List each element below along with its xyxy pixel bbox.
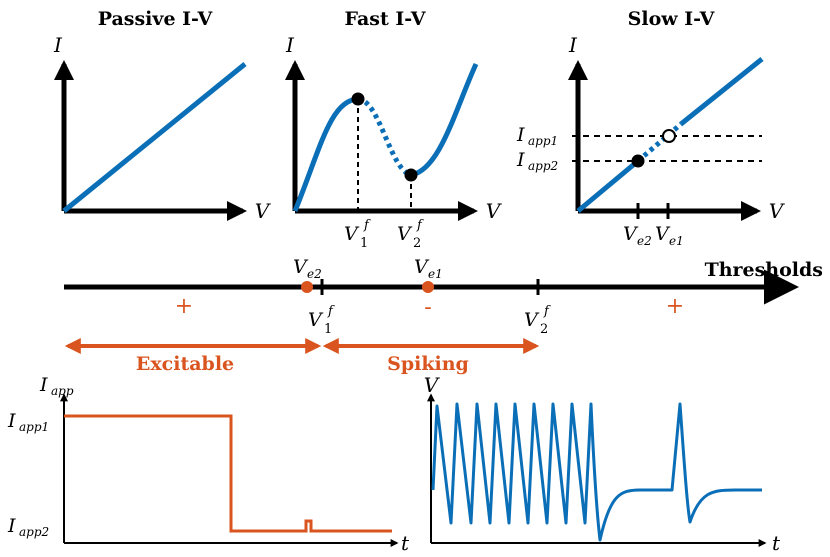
svg-text:app1: app1 (528, 134, 558, 148)
svg-text:e2: e2 (637, 234, 652, 248)
slow-ve2-label: V e2 (623, 223, 652, 248)
slow-iapp1-label: I app1 (516, 124, 558, 148)
svg-text:I: I (7, 515, 16, 537)
svg-text:V: V (293, 256, 309, 278)
svg-text:V: V (524, 309, 540, 331)
svg-text:e1: e1 (428, 267, 443, 281)
voltage-plot: V t (424, 373, 781, 555)
svg-text:f: f (327, 304, 335, 319)
svg-text:2: 2 (413, 236, 421, 251)
slow-ve1-label: V e1 (655, 223, 684, 248)
svg-text:app2: app2 (19, 525, 49, 539)
slow-title: Slow I-V (628, 8, 716, 30)
voltage-trace (431, 402, 762, 542)
sign-plus-right: + (666, 294, 684, 319)
slow-xlabel: V (769, 199, 786, 223)
slow-iapp2-label: I app2 (516, 149, 558, 173)
voltage-ylabel: V (424, 373, 441, 397)
passive-ylabel: I (53, 33, 63, 57)
svg-text:V: V (344, 223, 360, 245)
voltage-xlabel: t (772, 531, 781, 555)
region-arrows: Excitable Spiking (64, 338, 540, 375)
fast-v2-label: V f 2 (397, 218, 424, 251)
fast-knee-point-2 (404, 168, 418, 182)
fast-iv-panel: Fast I-V I V V f 1 V f 2 (285, 8, 503, 251)
spiking-label: Spiking (387, 353, 469, 375)
svg-text:I: I (516, 149, 525, 171)
svg-text:app1: app1 (19, 420, 49, 434)
sign-plus-left: + (175, 294, 193, 319)
threshold-v1-label: V f 1 (308, 304, 335, 337)
svg-text:I: I (39, 374, 48, 396)
slow-iv-panel: Slow I-V I V I app1 I app2 V e2 V e1 (516, 8, 786, 248)
input-current-plot: I app I app1 I app2 t (7, 374, 410, 555)
fast-curve-upper (410, 62, 479, 178)
svg-text:e1: e1 (669, 234, 684, 248)
fast-title: Fast I-V (345, 8, 427, 30)
svg-text:I: I (7, 410, 16, 432)
input-high-label: I app1 (7, 410, 49, 434)
svg-text:V: V (397, 223, 413, 245)
fast-knee-point-1 (351, 92, 365, 106)
svg-text:V: V (308, 309, 324, 331)
input-ylabel: I app (39, 374, 74, 398)
svg-text:app: app (51, 384, 74, 398)
svg-text:I: I (516, 124, 525, 146)
excitable-label: Excitable (136, 353, 234, 375)
fast-v1-label: V f 1 (344, 218, 371, 251)
threshold-ve1-point (422, 281, 434, 293)
fast-xlabel: V (486, 199, 503, 223)
input-xlabel: t (401, 531, 410, 555)
svg-text:app2: app2 (528, 159, 558, 173)
svg-text:f: f (543, 304, 551, 319)
fast-ylabel: I (285, 33, 295, 57)
passive-xlabel: V (255, 199, 272, 223)
threshold-ve2-point (301, 281, 313, 293)
slow-curve-lower (576, 159, 640, 213)
passive-title: Passive I-V (98, 8, 214, 30)
slow-curve-upper (679, 57, 764, 126)
passive-iv-curve (62, 62, 247, 213)
svg-text:V: V (655, 223, 671, 245)
svg-text:f: f (416, 218, 424, 233)
slow-stable-point (631, 154, 645, 168)
svg-text:1: 1 (360, 236, 368, 251)
threshold-ve1-label: V e1 (414, 256, 443, 281)
svg-text:f: f (363, 218, 371, 233)
threshold-ve2-label: V e2 (293, 256, 322, 281)
threshold-line: Thresholds V e2 V e1 V f 1 V f 2 + - + (64, 256, 823, 337)
svg-text:2: 2 (540, 322, 548, 337)
svg-text:V: V (623, 223, 639, 245)
fast-curve-rising (292, 96, 359, 212)
thresholds-label: Thresholds (705, 259, 823, 281)
slow-unstable-point (662, 129, 676, 143)
input-current-trace (64, 414, 392, 533)
fast-curve-negative-slope (357, 96, 413, 178)
slow-curve-dashed (636, 122, 683, 163)
slow-ylabel: I (568, 33, 578, 57)
sign-minus-middle: - (424, 295, 431, 320)
threshold-v2-label: V f 2 (524, 304, 551, 337)
svg-text:1: 1 (324, 322, 332, 337)
svg-text:e2: e2 (307, 267, 322, 281)
passive-iv-panel: Passive I-V I V (53, 8, 272, 223)
input-low-label: I app2 (7, 515, 49, 539)
svg-text:V: V (414, 256, 430, 278)
